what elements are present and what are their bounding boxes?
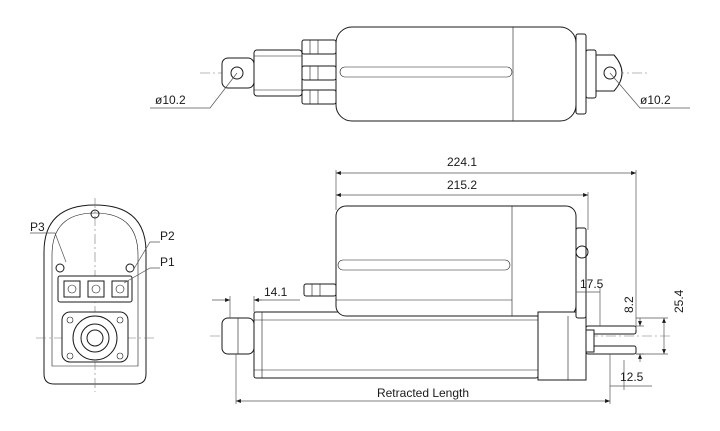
dim-12-5-label: 12.5: [620, 370, 644, 384]
dim-8-2-label: 8.2: [622, 296, 636, 313]
dimensions: [212, 170, 668, 404]
port-p3-label: P3: [30, 220, 45, 234]
dim-17-5-label: 17.5: [580, 277, 604, 291]
dim-14-1-label: 14.1: [264, 285, 288, 299]
top-view: [150, 26, 690, 122]
port-p1-label: P1: [160, 255, 175, 269]
dim-25-4-label: 25.4: [672, 289, 686, 313]
rear-eye-diameter-label: ø10.2: [640, 93, 671, 107]
end-view: [30, 198, 160, 392]
dim-215-2-label: 215.2: [447, 178, 477, 192]
side-view: [210, 205, 670, 381]
port-p2-label: P2: [160, 229, 175, 243]
rod-eye-diameter-label: ø10.2: [155, 93, 186, 107]
retracted-length-label: Retracted Length: [377, 386, 469, 400]
dim-224-1-label: 224.1: [447, 155, 477, 169]
